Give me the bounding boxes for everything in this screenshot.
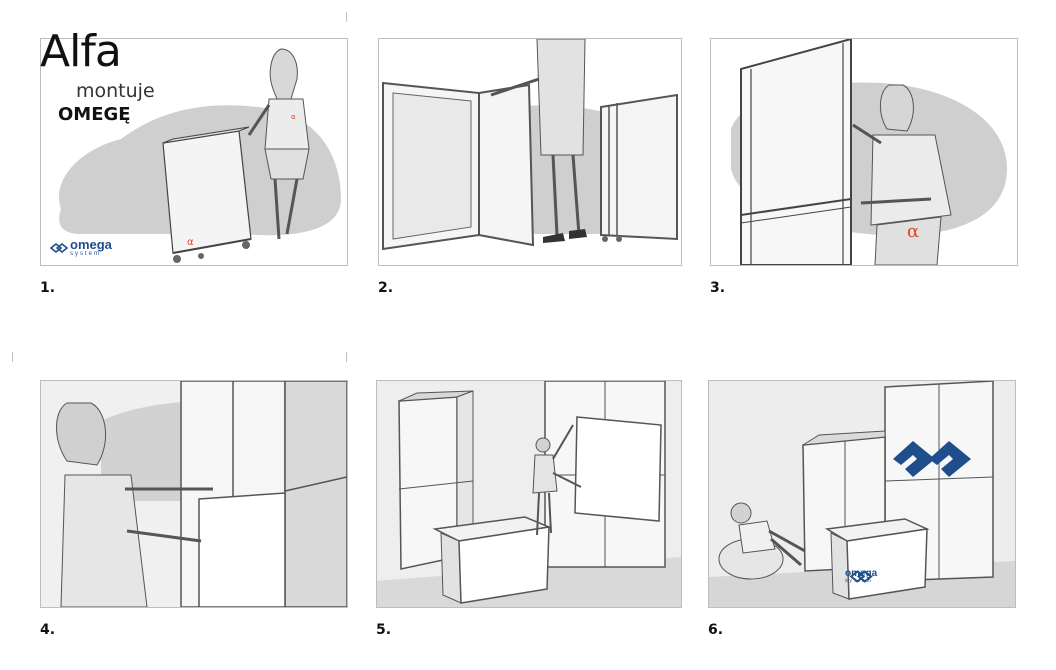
omega-logo-panel-1: omega system: [50, 238, 112, 257]
omega-logo-panel-6: omega system: [845, 569, 877, 584]
storyboard-panel-2: [378, 38, 682, 266]
panel-number-6: 6.: [708, 622, 724, 638]
storyboard-panel-1: α α: [40, 38, 348, 266]
corner-tick: [12, 352, 13, 362]
corner-tick: [346, 352, 347, 362]
title-omege: OMEGĘ: [58, 104, 131, 125]
alpha-mark-icon: α: [907, 221, 920, 242]
storyboard-panel-6: omega system: [708, 380, 1016, 608]
title-alfa: Alfa: [40, 26, 122, 77]
omega-logo-word: omega: [70, 237, 112, 252]
omega-logo-icon: [849, 570, 873, 583]
title-montuje: montuje: [76, 80, 155, 102]
corner-tick: [346, 12, 347, 22]
storyboard-panel-3: α: [710, 38, 1018, 266]
storyboard-panel-5: [376, 380, 682, 608]
panel-number-5: 5.: [376, 622, 392, 638]
panel-1-illustration: α α: [59, 48, 341, 263]
panel-6-illustration: [709, 381, 1015, 607]
panel-number-3: 3.: [710, 280, 726, 296]
omega-logo-icon: [50, 242, 68, 253]
panel-3-illustration: [731, 39, 1007, 265]
panel-5-illustration: [377, 381, 681, 607]
panel-number-2: 2.: [378, 280, 394, 296]
svg-text:α: α: [187, 237, 194, 248]
panel-number-4: 4.: [40, 622, 56, 638]
panel-2-illustration: [382, 39, 678, 251]
storyboard-panel-4: [40, 380, 348, 608]
omega-logo-sub: system: [70, 251, 102, 257]
svg-text:α: α: [291, 113, 296, 121]
panel-number-1: 1.: [40, 280, 56, 296]
panel-4-illustration: [41, 381, 347, 607]
